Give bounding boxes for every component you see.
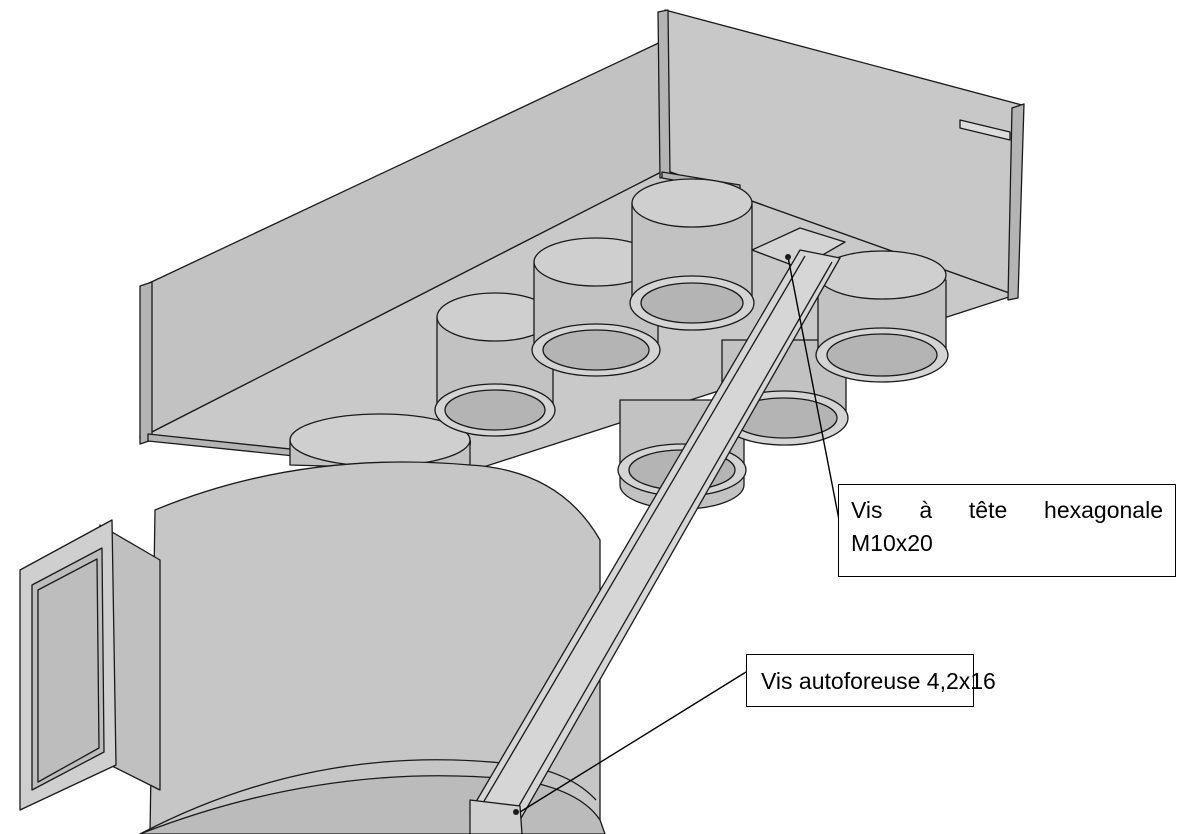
main-round-duct [149,461,601,834]
callout-hex-bolt: Vis à tête hexagonale M10x20 [838,484,1176,577]
end-wall-slot [959,119,1011,141]
spigot-6 [719,339,849,446]
callout-self-drilling-screw-text: Vis autoforeuse 4,2x16 [761,668,996,694]
leader-line-self-drilling-screw [519,671,747,813]
end-wall-right-flange [1007,103,1025,301]
callout-self-drilling-screw: Vis autoforeuse 4,2x16 [746,654,996,707]
spigot-2 [531,237,661,377]
callout-hex-bolt-line2: M10x20 [851,530,933,557]
spigot-4 [289,413,472,471]
side-connector-opening [31,547,105,791]
duct-collar-edge [139,759,597,834]
leader-line-hex-bolt [787,256,841,526]
rail-foot-bracket [469,799,523,834]
self-drilling-screw-point [513,809,519,815]
side-wall-flange [139,281,153,445]
end-wall-flange [657,9,671,179]
callout-hex-bolt-line1: Vis à tête hexagonale [851,497,1163,523]
hex-bolt-point [785,254,791,260]
spigot-3 [434,292,556,437]
spigot-7 [815,250,949,383]
spigot-1 [629,178,755,331]
hex-bolt-bracket [751,227,846,269]
